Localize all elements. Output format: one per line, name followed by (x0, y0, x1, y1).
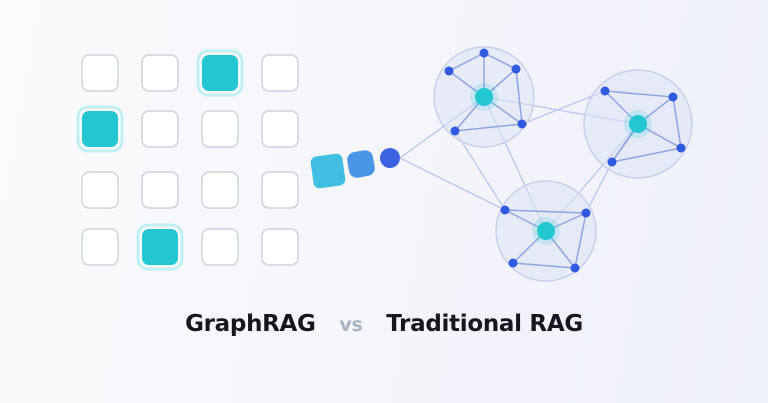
chunk-circle-shape (380, 148, 400, 168)
grid-cell (81, 171, 119, 209)
leaf-edge (515, 68, 523, 125)
leaf-node (508, 258, 518, 268)
grid-cell (141, 54, 179, 92)
title-graphrag: GraphRAG (185, 311, 316, 337)
cluster-1 (433, 46, 535, 148)
grid-cell (81, 54, 119, 92)
highlight-glow (136, 223, 184, 271)
leaf-node (500, 205, 510, 215)
title-vs: vs (339, 314, 363, 336)
knowledge-graph (399, 46, 693, 282)
leaf-edge (504, 209, 587, 214)
leaf-edge (672, 96, 682, 149)
leaf-node (581, 208, 591, 218)
leaf-node (668, 92, 678, 102)
hub-node (537, 222, 555, 240)
leaf-node (479, 48, 489, 58)
leaf-node (450, 126, 460, 136)
grid-cell (201, 110, 239, 148)
leaf-node (600, 86, 610, 96)
grid-cell (261, 228, 299, 266)
leaf-node (444, 66, 454, 76)
leaf-node (607, 157, 617, 167)
grid-cell-highlighted (142, 229, 178, 265)
inter-cluster-edge (454, 130, 506, 211)
grid-cell (81, 228, 119, 266)
document-chunk-grid (76, 49, 299, 271)
grid-cell-highlighted (82, 111, 118, 147)
grid-cell (201, 228, 239, 266)
page-title: GraphRAG vs Traditional RAG (0, 311, 768, 337)
grid-cell (261, 54, 299, 92)
leaf-node (511, 64, 521, 74)
highlight-glow (76, 105, 124, 153)
inter-cluster-edge (585, 161, 613, 214)
leaf-edge (454, 123, 523, 132)
grid-cell (201, 171, 239, 209)
leaf-node (570, 263, 580, 273)
leaf-node (517, 119, 527, 129)
cluster-3 (495, 180, 597, 282)
grid-cell (261, 110, 299, 148)
hub-node (629, 115, 647, 133)
grid-cell (141, 110, 179, 148)
leaf-edge (574, 212, 587, 269)
leaf-edge (448, 52, 485, 72)
grid-cell (141, 171, 179, 209)
title-traditional-rag: Traditional RAG (386, 311, 583, 337)
leaf-edge (512, 262, 576, 269)
leaf-edge (611, 147, 682, 163)
transition-shapes (310, 148, 400, 189)
cluster-2 (583, 69, 693, 179)
leaf-edge (604, 90, 674, 98)
chunk-rounded-shape (347, 150, 375, 178)
hub-node (475, 88, 493, 106)
inter-cluster-edge (399, 157, 506, 211)
grid-cell (261, 171, 299, 209)
leaf-edge (483, 52, 517, 70)
chunk-square-shape (310, 153, 346, 189)
highlight-glow (196, 49, 244, 97)
grid-cell-highlighted (202, 55, 238, 91)
leaf-node (676, 143, 686, 153)
